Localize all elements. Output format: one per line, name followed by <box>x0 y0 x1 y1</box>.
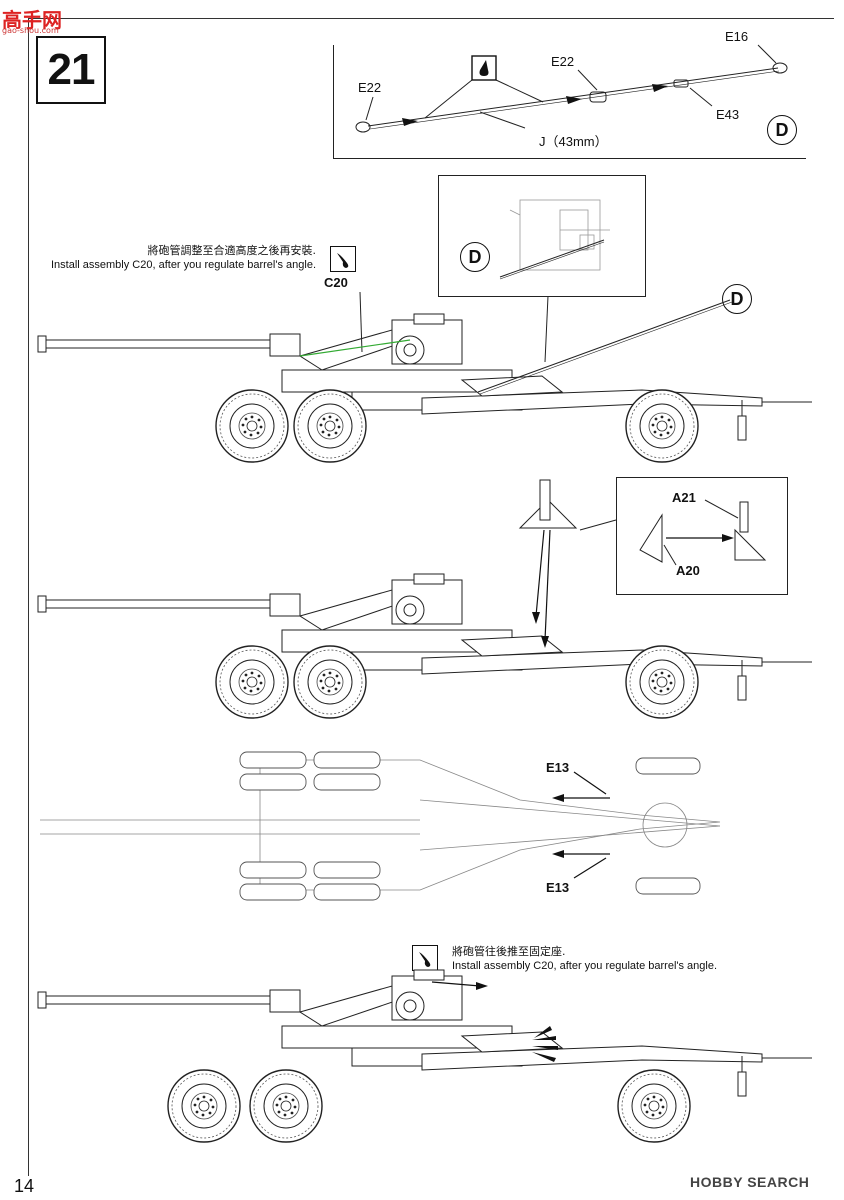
step-number-box: 21 <box>36 36 106 104</box>
site-logo-text: 高手网 <box>2 8 62 32</box>
inset-ref-marker-d: D <box>767 115 797 145</box>
view1-note-cn: 將砲管調整至合適高度之後再安裝. <box>147 244 317 257</box>
cable-assembly-inset <box>333 45 806 159</box>
glue-icon-view4 <box>412 945 438 971</box>
page-border <box>28 18 834 1176</box>
hobby-search-watermark: HOBBY SEARCH <box>690 1174 810 1190</box>
label-j-part: J（43mm） <box>539 134 608 149</box>
label-e16: E16 <box>725 29 749 44</box>
view1-note: 將砲管調整至合適高度之後再安裝. Install assembly C20, a… <box>44 244 316 272</box>
site-logo: 高手网 gao-shou.com <box>2 4 72 35</box>
label-c20: C20 <box>324 275 348 290</box>
label-a20: A20 <box>676 563 700 578</box>
view1-note-en: Install assembly C20, after you regulate… <box>50 259 316 271</box>
view4-note: 將砲管往後推至固定座. Install assembly C20, after … <box>452 945 717 973</box>
step-number: 21 <box>47 45 96 94</box>
page-number: 14 <box>14 1176 35 1196</box>
view4-note-cn: 將砲管往後推至固定座. <box>452 945 566 958</box>
label-e13-bottom: E13 <box>546 880 570 895</box>
label-e13-top: E13 <box>546 760 570 775</box>
view1-detail-box <box>438 175 646 297</box>
view1-rod-marker-d: D <box>722 284 752 314</box>
view4-note-en: Install assembly C20, after you regulate… <box>452 960 718 972</box>
view1-detail-marker-d: D <box>460 242 490 272</box>
glue-icon-view1 <box>330 246 356 272</box>
site-logo-url: gao-shou.com <box>2 26 59 35</box>
view2-detail-box <box>616 477 788 595</box>
label-e22-left: E22 <box>358 80 382 95</box>
label-a21: A21 <box>672 490 696 505</box>
label-e43: E43 <box>716 107 740 122</box>
label-e22-right: E22 <box>551 54 575 69</box>
